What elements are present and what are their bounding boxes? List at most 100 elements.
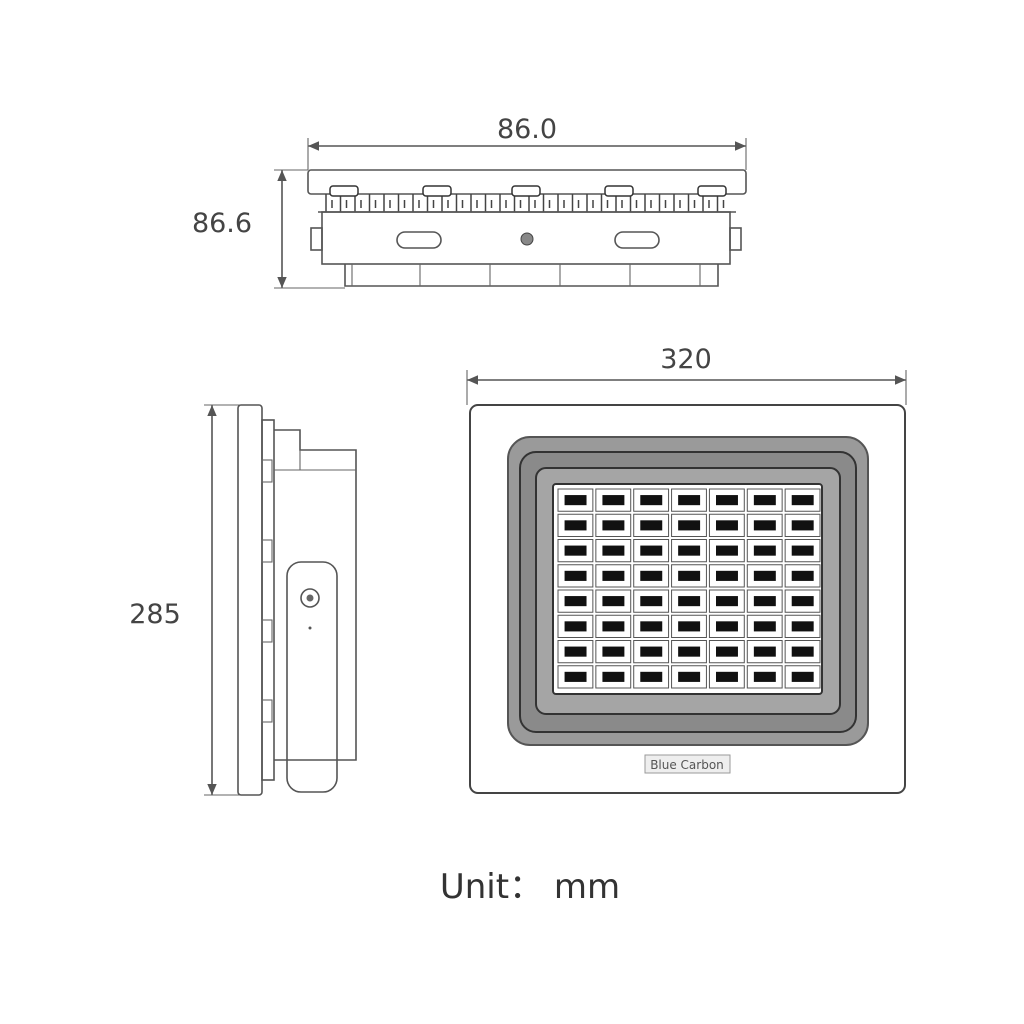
led-chip <box>640 646 663 657</box>
fin <box>673 194 681 212</box>
led-chip <box>602 545 625 556</box>
led-chip <box>564 596 587 607</box>
led-chip <box>678 495 701 506</box>
fin <box>542 194 551 212</box>
led-chip <box>602 621 625 632</box>
led-chip <box>716 621 738 632</box>
fin <box>325 194 333 212</box>
fin <box>412 194 420 212</box>
led-chip <box>753 495 776 506</box>
led-chip <box>791 671 814 682</box>
fin <box>513 194 522 212</box>
led-chip <box>716 646 738 657</box>
clip <box>329 185 359 197</box>
fin <box>629 194 638 212</box>
led-chip <box>640 570 663 581</box>
led-chip <box>640 671 663 682</box>
led-chip <box>753 520 776 531</box>
brand-label: Blue Carbon <box>650 758 724 772</box>
fin <box>499 194 507 212</box>
fin <box>571 194 580 212</box>
front-view: 320 Blue Carbon <box>466 344 907 794</box>
side-height-label: 285 <box>129 599 181 630</box>
fin <box>383 194 391 212</box>
fin <box>658 194 667 212</box>
led-chip <box>602 671 625 682</box>
led-chip <box>564 495 587 506</box>
clip <box>604 185 634 197</box>
fin <box>368 194 377 212</box>
led-chip <box>791 596 814 607</box>
unit-label: Unit： mm <box>440 867 620 907</box>
heat-sink-fins <box>318 185 736 213</box>
fin <box>528 194 536 212</box>
led-chip <box>640 495 663 506</box>
fin <box>426 194 435 212</box>
mounting-bracket <box>286 561 338 793</box>
led-chip <box>791 520 814 531</box>
led-chip <box>753 596 776 607</box>
led-chip <box>602 520 625 531</box>
led-chip <box>564 545 587 556</box>
led-grid <box>557 488 821 689</box>
top-height-label: 86.6 <box>192 208 252 239</box>
side-front-plate <box>237 404 263 796</box>
led-chip <box>640 520 663 531</box>
led-chip <box>678 646 701 657</box>
mount-slot-left <box>396 231 442 249</box>
led-chip <box>753 570 776 581</box>
led-chip <box>640 621 663 632</box>
fin <box>702 194 710 212</box>
led-chip <box>640 596 663 607</box>
led-chip <box>602 596 625 607</box>
led-chip <box>678 545 701 556</box>
led-chip <box>678 596 701 607</box>
fin <box>600 194 609 212</box>
led-chip <box>791 495 814 506</box>
fin <box>615 194 623 212</box>
fin <box>644 194 652 212</box>
fin <box>354 194 362 212</box>
led-chip <box>564 621 587 632</box>
led-chip <box>716 495 738 506</box>
clip <box>697 185 727 197</box>
led-chip <box>716 596 738 607</box>
led-chip <box>678 621 701 632</box>
fin <box>441 194 449 212</box>
front-width-label: 320 <box>660 344 712 375</box>
clip <box>422 185 452 197</box>
led-chip <box>640 545 663 556</box>
clip <box>511 185 541 197</box>
fin <box>716 194 725 212</box>
led-chip <box>791 570 814 581</box>
led-chip <box>716 545 738 556</box>
led-chip <box>753 646 776 657</box>
led-chip <box>602 495 625 506</box>
led-chip <box>678 671 701 682</box>
led-chip <box>791 621 814 632</box>
led-chip <box>791 646 814 657</box>
fin <box>455 194 464 212</box>
led-chip <box>564 520 587 531</box>
fin <box>339 194 348 212</box>
led-chip <box>564 646 587 657</box>
led-chip <box>753 671 776 682</box>
led-chip <box>564 570 587 581</box>
top-view: 86.0 86.6 <box>192 114 747 289</box>
led-chip <box>753 621 776 632</box>
fin <box>484 194 493 212</box>
led-chip <box>791 545 814 556</box>
led-chip <box>564 671 587 682</box>
fin <box>557 194 565 212</box>
side-view: 285 <box>129 404 357 796</box>
top-width-label: 86.0 <box>497 114 557 145</box>
fin <box>470 194 478 212</box>
led-chip <box>602 570 625 581</box>
led-chip <box>678 520 701 531</box>
led-chip <box>678 570 701 581</box>
led-chip <box>716 671 738 682</box>
led-chip <box>716 520 738 531</box>
fin <box>687 194 696 212</box>
mount-slot-right <box>614 231 660 249</box>
